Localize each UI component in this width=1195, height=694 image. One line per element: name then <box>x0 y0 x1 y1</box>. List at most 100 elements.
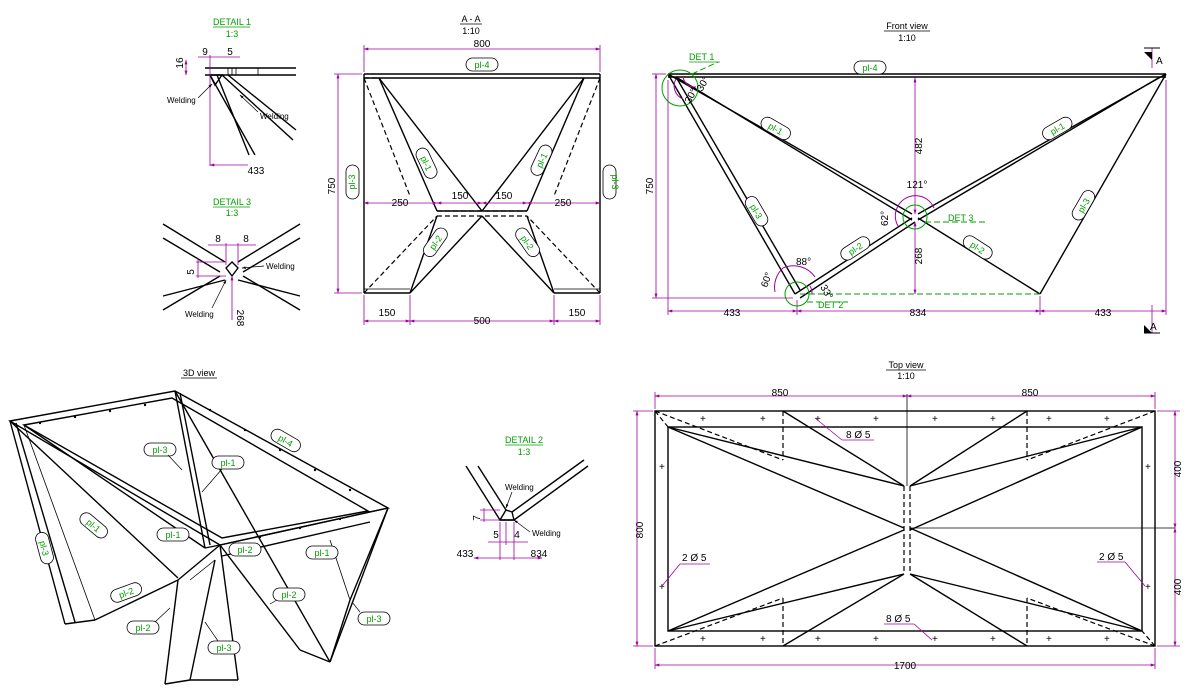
svg-text:pl-2: pl-2 <box>281 590 296 600</box>
section-a-a-dim-bottom-right: 150 <box>569 308 586 319</box>
detail-3-scale: 1:3 <box>226 208 239 218</box>
front-view-dim-268: 268 <box>914 247 925 264</box>
section-a-a-tag-pl3-left: pl-3 <box>345 164 360 200</box>
front-view-angle-33: 33° <box>817 283 834 302</box>
section-a-a-dim-150-left: 150 <box>452 191 469 202</box>
front-view-tag-pl1-left: pl-1 <box>760 116 791 141</box>
3d-view-tag-pl1-right: pl-1 <box>305 545 339 560</box>
svg-text:pl-2: pl-2 <box>135 623 150 633</box>
front-view-dim-bottom-right: 433 <box>1095 308 1112 319</box>
section-a-a-tag-pl1-right: pl-1 <box>530 144 553 176</box>
svg-text:pl-2: pl-2 <box>237 545 252 555</box>
section-a-a-dim-250-left: 250 <box>392 198 409 209</box>
top-view-dim-half-left: 850 <box>772 388 789 399</box>
section-a-a-dim-bottom-mid: 500 <box>474 316 491 327</box>
top-view-title: Top view <box>888 360 924 370</box>
svg-text:pl-3: pl-3 <box>216 643 231 653</box>
detail-2-scale: 1:3 <box>518 447 531 457</box>
detail-3-geometry <box>162 223 301 311</box>
3d-view-title: 3D view <box>183 368 216 378</box>
3d-view-tag-pl4: pl-4 <box>270 428 301 453</box>
section-a-a-scale: 1:10 <box>462 26 480 36</box>
detail-3-title: DETAIL 3 <box>213 197 251 207</box>
svg-text:+: + <box>659 582 665 593</box>
svg-text:8 Ø 5: 8 Ø 5 <box>846 430 871 441</box>
svg-text:pl-1: pl-1 <box>165 530 180 540</box>
detail-1-geometry <box>205 67 297 156</box>
section-a-a-tag-pl2-left: pl-2 <box>423 227 448 257</box>
front-view-tag-pl3-left: pl-3 <box>744 196 769 227</box>
svg-text:pl-3: pl-3 <box>37 540 51 557</box>
svg-text:pl-3: pl-3 <box>152 445 167 455</box>
svg-text:+: + <box>700 414 706 425</box>
detail-3-dim-5: 5 <box>186 269 197 275</box>
3d-view-tag-pl2-left: pl-2 <box>110 582 142 603</box>
svg-text:+: + <box>932 414 938 425</box>
front-view-angle-121: 121° <box>907 180 928 191</box>
detail-1-welding-label-right: Welding <box>260 112 289 121</box>
detail-2-title: DETAIL 2 <box>505 435 543 445</box>
svg-text:+: + <box>932 634 938 645</box>
front-view-dim-482: 482 <box>914 137 925 154</box>
top-view-dim-400-lower: 400 <box>1173 578 1184 595</box>
front-view-tag-pl2-left: pl-2 <box>840 236 871 261</box>
front-view-angle-60: 60° <box>759 271 775 289</box>
3d-view-tag-pl2-bottom: pl-2 <box>126 607 171 635</box>
detail-1-dim-16: 16 <box>175 57 186 69</box>
front-view-det3-label: DET 3 <box>948 213 973 223</box>
detail-3-dim-8-left: 8 <box>215 234 221 245</box>
section-a-a-title: A - A <box>461 14 480 24</box>
svg-text:+: + <box>1104 414 1110 425</box>
detail-2-welding-label-right: Welding <box>532 529 561 538</box>
section-a-a-dim-bottom-left: 150 <box>379 308 396 319</box>
top-view-dim-depth: 800 <box>635 521 646 538</box>
svg-text:pl-4: pl-4 <box>474 60 489 70</box>
top-view-dim-half-right: 850 <box>1022 388 1039 399</box>
svg-text:+: + <box>760 414 766 425</box>
detail-2-welding-label-top: Welding <box>505 483 534 492</box>
detail-3-welding-label-right: Welding <box>266 262 295 271</box>
detail-2-dim-433: 433 <box>457 549 474 560</box>
svg-text:pl-4: pl-4 <box>862 63 877 73</box>
detail-3-dim-268: 268 <box>234 310 245 327</box>
3d-view-tag-pl1-top: pl-1 <box>201 455 245 493</box>
svg-text:+: + <box>815 634 821 645</box>
detail-1-dim-433: 433 <box>248 166 265 177</box>
detail-2-geometry <box>465 459 589 521</box>
detail-1-view: DETAIL 1 1:3 16 9 5 433 Welding Welding <box>167 17 297 177</box>
section-a-a-view: A - A 1:10 <box>327 14 620 327</box>
svg-text:+: + <box>760 634 766 645</box>
detail-3-view: DETAIL 3 1:3 8 8 5 268 Welding Welding <box>162 197 301 327</box>
front-view-dim-height: 750 <box>645 177 656 194</box>
svg-text:+: + <box>1145 582 1151 593</box>
front-view-tag-pl1-right: pl-1 <box>1042 116 1073 141</box>
front-view-dim-bottom-mid: 834 <box>910 308 927 319</box>
svg-text:+: + <box>1145 462 1151 473</box>
detail-1-scale: 1:3 <box>226 29 239 39</box>
detail-3-welding-label-left: Welding <box>185 310 214 319</box>
svg-text:+: + <box>873 414 879 425</box>
detail-2-dim-7: 7 <box>472 515 483 521</box>
front-view: Front view 1:10 A A 750 <box>645 21 1167 334</box>
svg-text:pl-1: pl-1 <box>220 458 235 468</box>
section-a-a-tag-pl1-left: pl-1 <box>415 147 438 179</box>
svg-text:pl-3: pl-3 <box>366 614 381 624</box>
front-view-angle-62: 62° <box>880 211 891 226</box>
section-a-a-dim-height: 750 <box>327 177 338 194</box>
front-view-tag-pl3-right: pl-3 <box>1071 190 1096 221</box>
front-view-dim-bottom-left: 433 <box>724 308 741 319</box>
top-view-dim-400-upper: 400 <box>1173 460 1184 477</box>
svg-text:pl-2: pl-2 <box>118 586 136 601</box>
detail-2-view: DETAIL 2 1:3 Welding Welding 7 5 4 433 8… <box>457 435 589 560</box>
section-a-a-dim-150-right: 150 <box>496 191 513 202</box>
svg-text:+: + <box>659 462 665 473</box>
section-a-a-dim-250-right: 250 <box>555 198 572 209</box>
detail-2-dim-834: 834 <box>531 549 548 560</box>
svg-text:2 Ø 5: 2 Ø 5 <box>1099 552 1124 563</box>
3d-view-tag-pl2-right: pl-2 <box>269 587 306 605</box>
front-view-det1-label: DET 1 <box>689 52 714 62</box>
detail-1-welding-label-left: Welding <box>167 96 196 105</box>
section-a-a-geometry <box>363 73 601 294</box>
top-view: Top view 1:10 <box>633 360 1184 672</box>
